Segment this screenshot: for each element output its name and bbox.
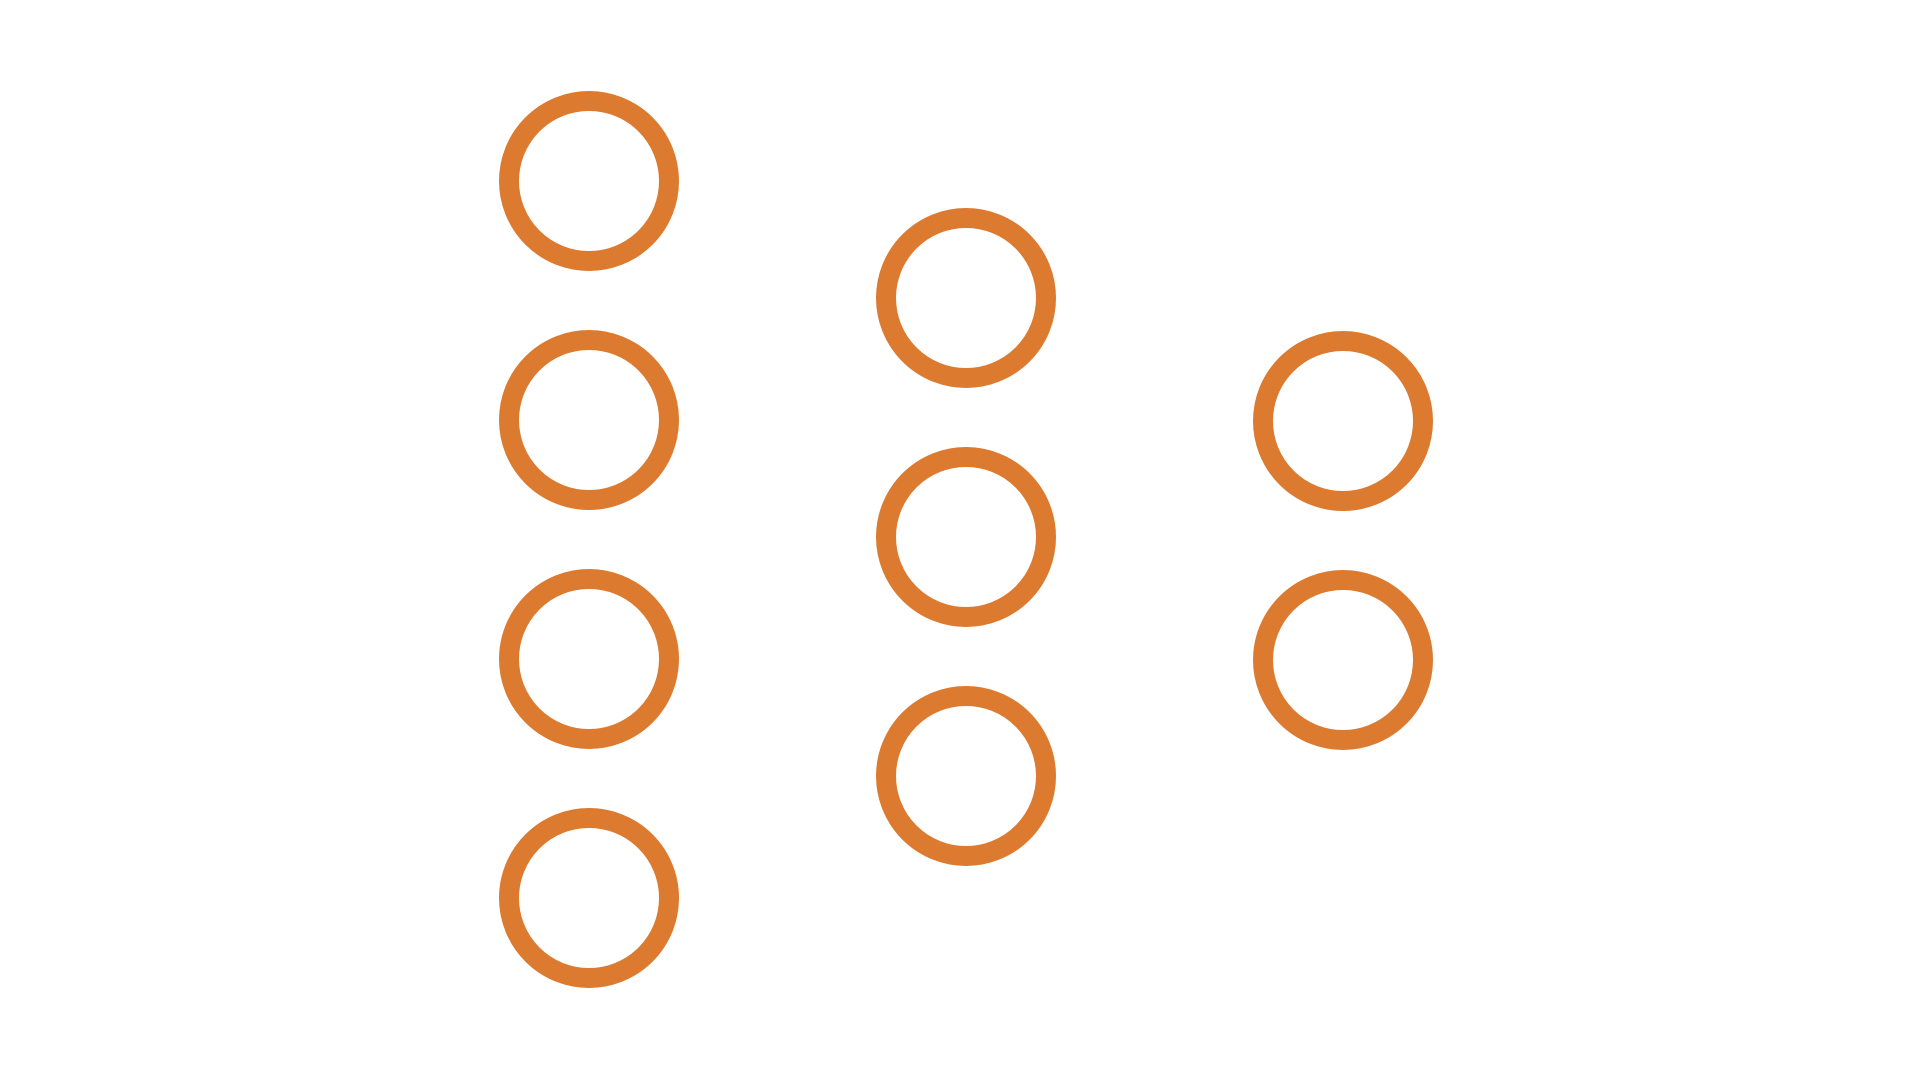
layer-1-node-4 <box>499 808 679 988</box>
layer-3-node-1 <box>1253 331 1433 511</box>
layer-2-node-2 <box>876 447 1056 627</box>
layer-1-node-2 <box>499 330 679 510</box>
layer-3-node-2 <box>1253 570 1433 750</box>
layer-1-node-3 <box>499 569 679 749</box>
layer-2-node-1 <box>876 208 1056 388</box>
layer-1-node-1 <box>499 91 679 271</box>
nodes-group <box>499 91 1433 988</box>
layer-2-node-3 <box>876 686 1056 866</box>
